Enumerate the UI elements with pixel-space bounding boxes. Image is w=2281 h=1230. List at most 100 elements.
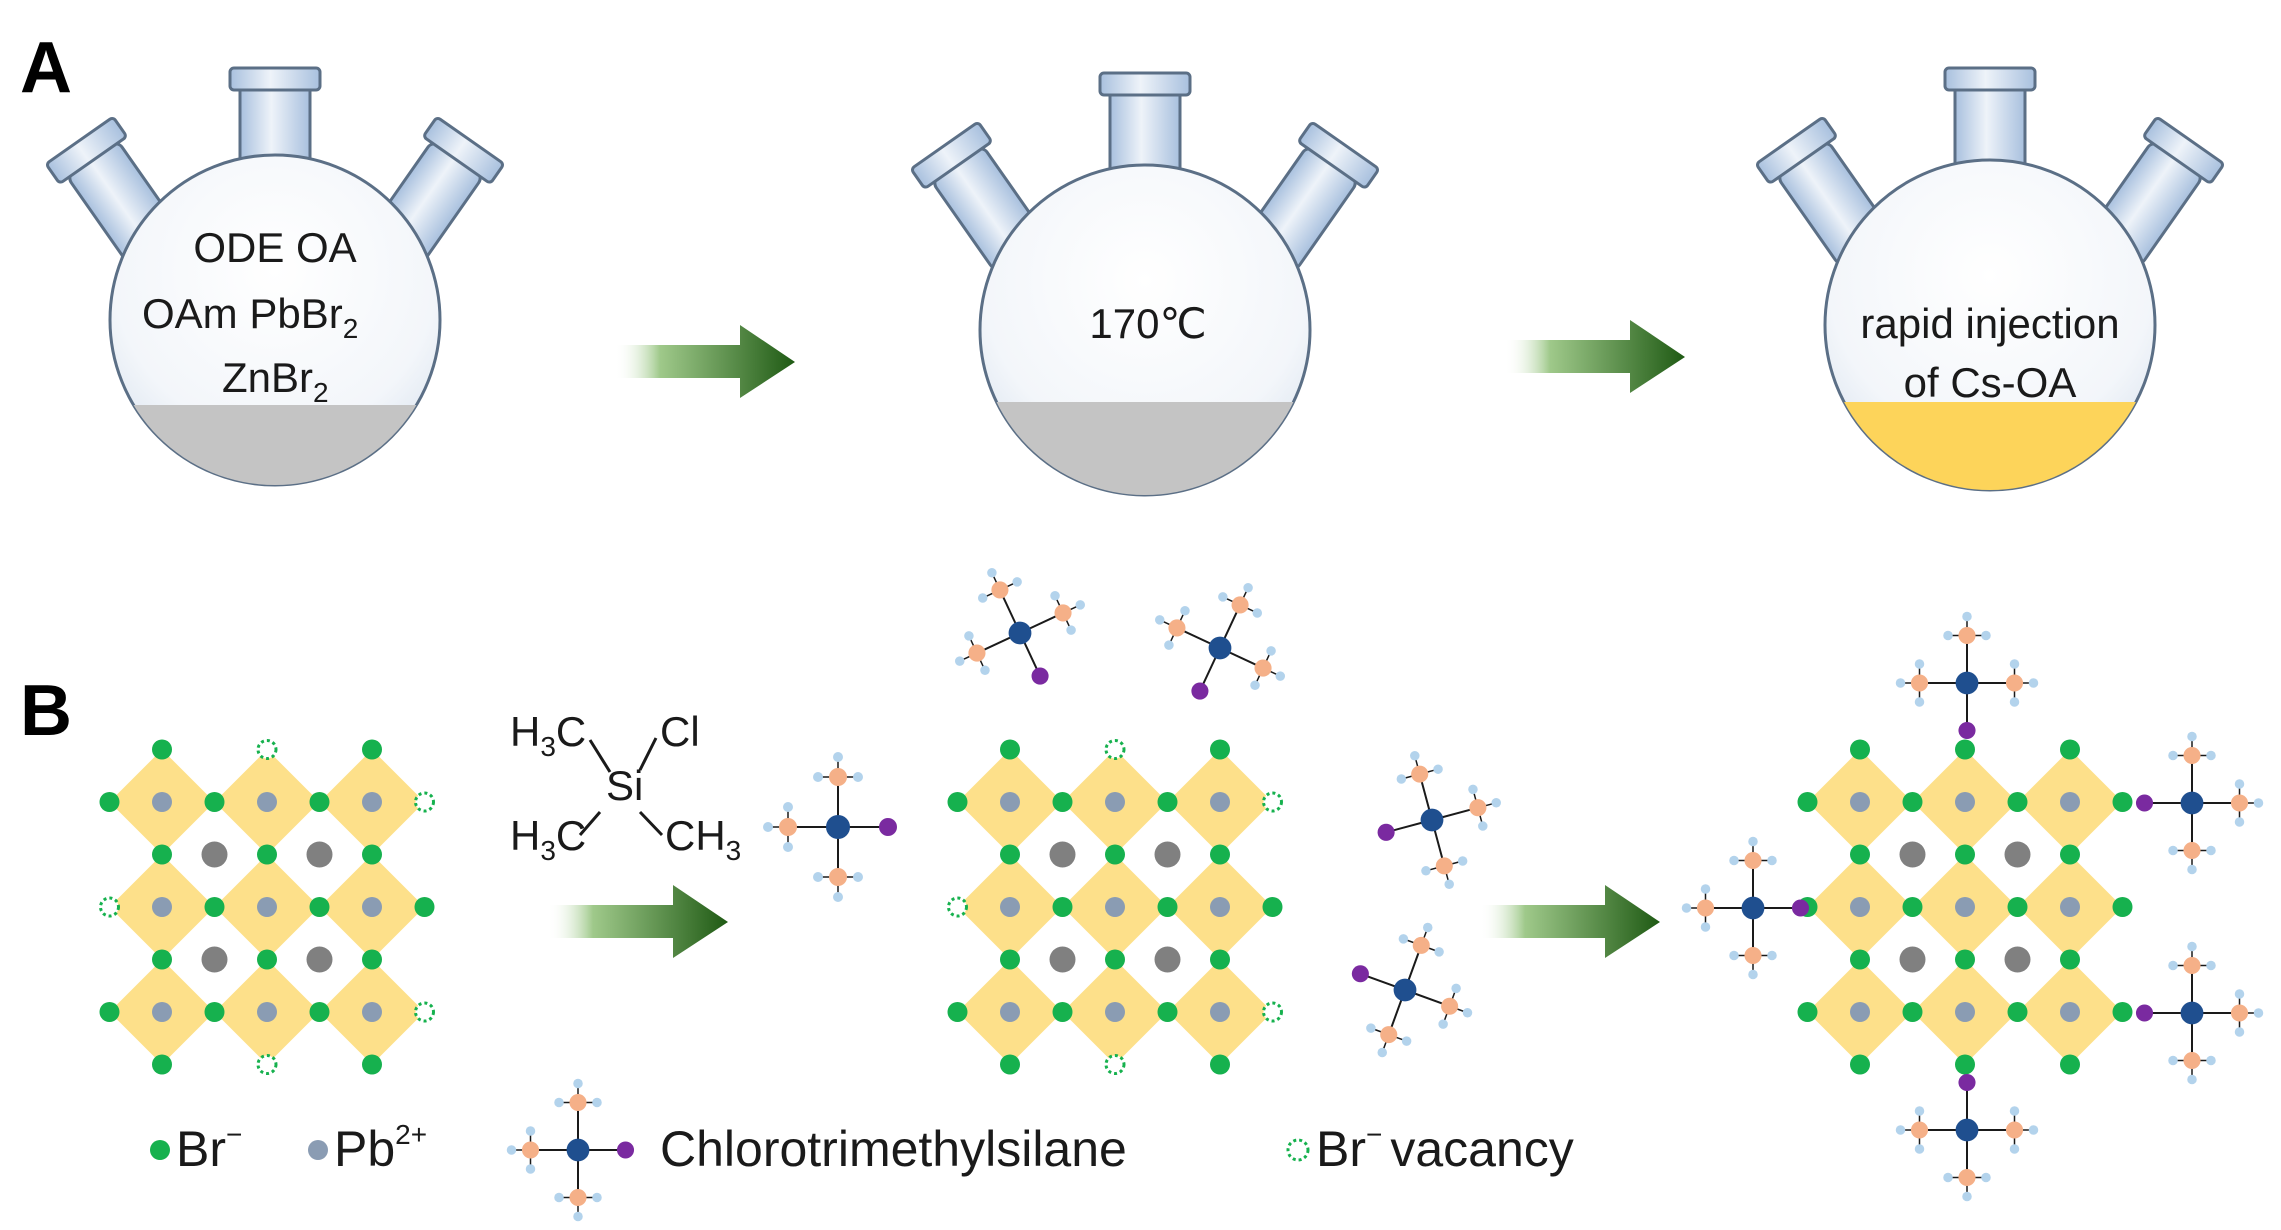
pb-ion [1955, 1002, 1975, 1022]
hydrogen-atom [1478, 821, 1488, 831]
br-ion [1902, 792, 1923, 812]
hydrogen-atom [763, 822, 773, 832]
hydrogen-atom [813, 872, 823, 882]
carbon-atom [1696, 899, 1715, 917]
br-ion [1210, 844, 1230, 865]
hydrogen-atom [2187, 731, 2197, 742]
br-ion [2007, 897, 2028, 917]
hydrogen-atom [2206, 1055, 2216, 1066]
formula-h3c-top: H3C [510, 708, 586, 762]
hydrogen-atom [964, 631, 974, 641]
br-vacancy [1262, 1001, 1283, 1023]
hydrogen-atom [1438, 1019, 1448, 1029]
hydrogen-atom [980, 665, 990, 676]
pb-ion [257, 1002, 277, 1022]
br-vacancy [414, 791, 435, 813]
legend-silane-label: Chlorotrimethylsilane [660, 1121, 1127, 1177]
br-ion [362, 1054, 382, 1075]
hydrogen-atom [1981, 630, 1991, 641]
flask-1-solid [110, 405, 440, 485]
formula-si: Si [606, 762, 643, 809]
br-vacancy [1104, 1054, 1126, 1075]
hydrogen-atom [853, 772, 863, 782]
carbon-atom [1744, 946, 1762, 965]
br-ion [152, 949, 172, 970]
carbon-atom [1958, 626, 1976, 645]
pb-ion [257, 792, 277, 812]
br-vacancy [256, 1054, 278, 1075]
flask-1: ODE OA OAm PbBr2 ZnBr2 [46, 66, 504, 487]
br-ion [1105, 949, 1125, 970]
carbon-atom [1231, 596, 1249, 614]
carbon-atom [1910, 1121, 1929, 1139]
trimethylsilane-group [1895, 1073, 2039, 1202]
trimethylsilane-group [506, 1078, 635, 1222]
hydrogen-atom [1050, 590, 1060, 601]
hydrogen-atom [1433, 764, 1443, 774]
trimethylsilane-group [1681, 836, 1810, 980]
trimethylsilane-group [954, 567, 1086, 685]
hydrogen-atom [987, 567, 997, 578]
br-ion [1262, 897, 1283, 917]
br-ion [2007, 1002, 2028, 1022]
br-ion [1850, 1054, 1870, 1075]
flask-1-line-2: OAm PbBr2 [142, 290, 358, 344]
chlorotrimethylsilane-formula: H3C Cl Si H3C CH3 [510, 708, 741, 866]
silicon-atom [1955, 1118, 1979, 1142]
pb-ion [1850, 792, 1870, 812]
br-vacancy [1262, 791, 1283, 813]
br-ion [1797, 792, 1818, 812]
hydrogen-atom [2187, 1074, 2197, 1085]
silicon-atom [2180, 791, 2204, 815]
flask-2: 170℃ [911, 71, 1379, 497]
formula-h3c-bottom: H3C [510, 812, 586, 866]
hydrogen-atom [2028, 1125, 2039, 1135]
carbon-atom [1744, 851, 1762, 870]
panel-b-label: B [20, 671, 72, 751]
flask-2-temperature: 170℃ [1089, 300, 1206, 347]
hydrogen-atom [1700, 884, 1711, 894]
pb-ion [1210, 897, 1230, 917]
br-ion [1210, 949, 1230, 970]
br-ion [1850, 949, 1870, 970]
br-ion [152, 1054, 172, 1075]
hydrogen-atom [1981, 1172, 1991, 1183]
br-ion [2112, 1002, 2133, 1022]
hydrogen-atom [1410, 751, 1420, 761]
pb-ion [152, 1002, 172, 1022]
pb-ion [1000, 1002, 1020, 1022]
br-ion [309, 792, 330, 812]
br-ion [1850, 844, 1870, 865]
flask-3-line-1: rapid injection [1860, 300, 2119, 347]
carbon-atom [1469, 799, 1487, 817]
chlorine-atom [1351, 965, 1369, 983]
cs-cation [1899, 841, 1926, 868]
carbon-atom [2183, 841, 2201, 860]
pb-ion [257, 897, 277, 917]
br-ion [1210, 739, 1230, 760]
carbon-atom [569, 1093, 587, 1112]
hydrogen-atom [2009, 659, 2020, 669]
pb-ion [362, 792, 382, 812]
carbon-atom [1412, 936, 1430, 954]
hydrogen-atom [2009, 1144, 2020, 1154]
carbon-atom [829, 768, 847, 786]
hydrogen-atom [1943, 1172, 1953, 1183]
br-ion [204, 792, 225, 812]
cs-cation [201, 841, 228, 868]
br-ion [1955, 739, 1975, 760]
hydrogen-atom [783, 802, 793, 812]
carbon-atom [2230, 794, 2249, 812]
hydrogen-atom [1243, 582, 1253, 593]
perovskite-lattice-with-silane [947, 739, 1283, 1075]
chlorine-atom [1791, 899, 1810, 917]
hydrogen-atom [1681, 903, 1692, 913]
trimethylsilane-group [763, 752, 897, 902]
trimethylsilane-group [1895, 611, 2039, 740]
br-ion [152, 739, 172, 760]
br-ion [1902, 1002, 1923, 1022]
hydrogen-atom [1748, 836, 1758, 847]
hydrogen-atom [525, 1126, 536, 1136]
hydrogen-atom [2234, 989, 2245, 999]
